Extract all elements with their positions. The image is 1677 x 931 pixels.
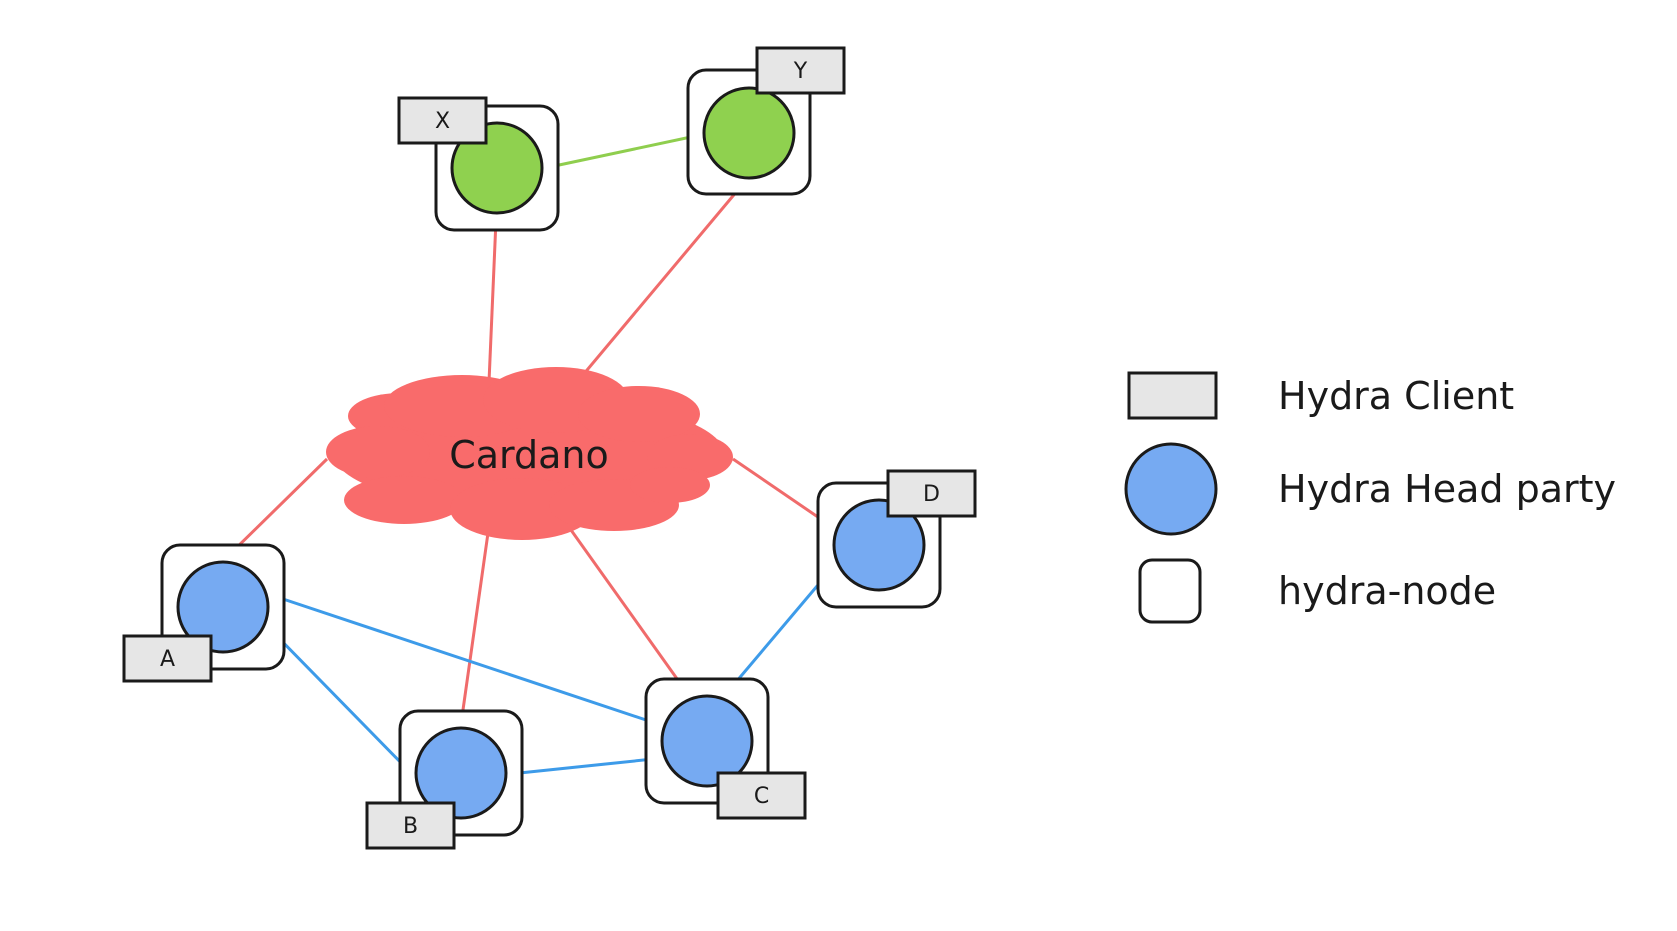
client-rect-icon xyxy=(397,96,488,145)
link-a-c xyxy=(267,592,665,728)
link-cardano-a xyxy=(224,457,329,560)
hydra-node-b[interactable]: B xyxy=(365,709,524,850)
client-label: B xyxy=(403,814,418,839)
client-rect-icon xyxy=(122,634,213,683)
client-label: Y xyxy=(793,59,808,84)
link-b-c xyxy=(509,756,664,776)
hydra-node-y[interactable]: Y xyxy=(686,46,846,196)
links xyxy=(224,132,836,777)
legend-item-party: Hydra Head party xyxy=(1124,442,1616,536)
legend-item-node: hydra-node xyxy=(1138,558,1496,624)
hydra-client-a[interactable]: A xyxy=(122,634,213,683)
link-cardano-x xyxy=(487,219,498,383)
client-label: C xyxy=(754,784,769,809)
link-a-b xyxy=(266,625,415,777)
client-label: X xyxy=(435,109,450,134)
hydra-client-b[interactable]: B xyxy=(365,801,456,850)
legend-party-label: Hydra Head party xyxy=(1278,467,1616,511)
hydra-node-d[interactable]: D xyxy=(816,469,977,609)
hydra-client-c[interactable]: C xyxy=(716,771,807,820)
legend-item-client: Hydra Client xyxy=(1127,371,1514,420)
node-rounded-square-icon xyxy=(1138,558,1202,624)
party-circle-icon xyxy=(176,560,270,654)
link-cardano-c xyxy=(569,529,692,698)
link-c-d xyxy=(723,565,836,696)
hydra-client-d[interactable]: D xyxy=(886,469,977,518)
legend-client-label: Hydra Client xyxy=(1278,374,1514,418)
link-cardano-b xyxy=(459,532,490,725)
legend-node-label: hydra-node xyxy=(1278,569,1496,613)
client-rect-icon xyxy=(365,801,456,850)
client-label: D xyxy=(923,482,940,507)
party-circle-icon xyxy=(1124,442,1218,536)
hydra-node-c[interactable]: C xyxy=(644,677,807,820)
cardano-label: Cardano xyxy=(449,433,609,477)
client-rect-icon xyxy=(1127,371,1218,420)
link-x-y xyxy=(544,132,706,170)
party-circle-icon xyxy=(660,694,754,788)
party-circle-icon xyxy=(450,121,544,215)
client-rect-icon xyxy=(755,46,846,95)
hydra-client-x[interactable]: X xyxy=(397,96,488,145)
legend: Hydra Client Hydra Head party hydra-node xyxy=(1124,371,1616,624)
link-cardano-y xyxy=(570,177,750,389)
client-rect-icon xyxy=(886,469,977,518)
hydra-client-y[interactable]: Y xyxy=(755,46,846,95)
cardano-cloud: Cardano xyxy=(326,367,733,540)
party-circle-icon xyxy=(702,86,796,180)
client-rect-icon xyxy=(716,771,807,820)
hydra-node-x[interactable]: X xyxy=(397,96,560,232)
party-circle-icon xyxy=(832,498,926,592)
cardano-cloud-icon xyxy=(326,367,733,540)
client-label: A xyxy=(160,647,175,672)
party-circle-icon xyxy=(414,726,508,820)
hydra-node-a[interactable]: A xyxy=(122,543,286,683)
